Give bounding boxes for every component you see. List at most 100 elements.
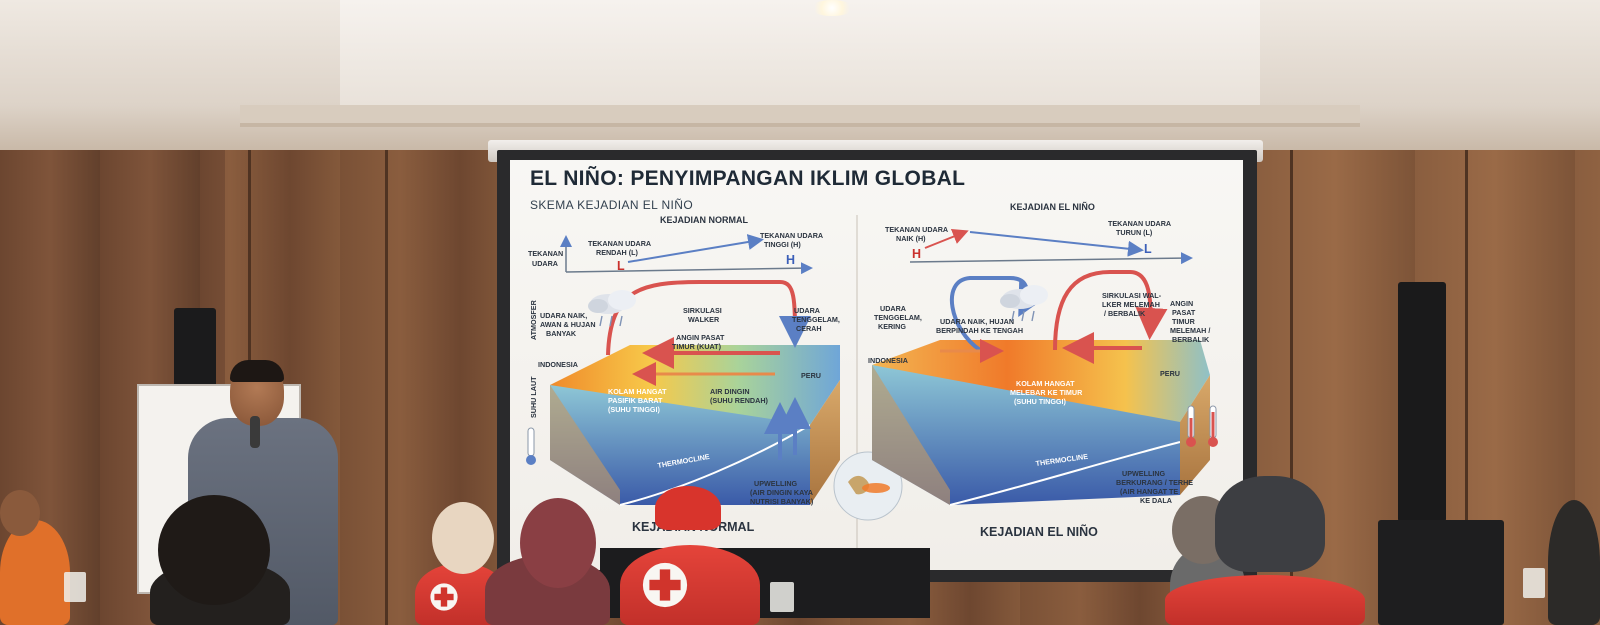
el-nino-diagram: KEJADIAN NORMAL TEKANAN UDARA TEKANAN UD… [526, 202, 1218, 560]
svg-text:TURUN (L): TURUN (L) [1116, 228, 1153, 237]
thermocline-line-nino [949, 441, 1181, 506]
wall-seam [1290, 140, 1293, 625]
svg-text:INDONESIA: INDONESIA [538, 360, 578, 369]
svg-text:UPWELLING: UPWELLING [754, 479, 798, 488]
water-glass [1523, 568, 1545, 598]
svg-text:RENDAH (L): RENDAH (L) [596, 248, 639, 257]
svg-text:BERPINDAH KE TENGAH: BERPINDAH KE TENGAH [936, 326, 1023, 335]
low-pressure-mark-nino: L [1144, 242, 1152, 256]
audience-head [158, 495, 270, 605]
high-pressure-mark-nino: H [912, 247, 921, 261]
svg-text:INDONESIA: INDONESIA [868, 356, 908, 365]
ceiling-recess [340, 0, 1260, 111]
svg-text:KOLAM HANGAT: KOLAM HANGAT [1016, 379, 1075, 388]
red-cross-icon [642, 562, 688, 608]
svg-text:TEKANAN UDARA: TEKANAN UDARA [885, 225, 948, 234]
land-side-normal [810, 380, 840, 505]
svg-text:TINGGI (H): TINGGI (H) [764, 240, 801, 249]
slide-subtitle: SKEMA KEJADIAN EL NIÑO [530, 198, 694, 212]
svg-text:TIMUR: TIMUR [1172, 317, 1196, 326]
svg-text:SUHU LAUT: SUHU LAUT [529, 376, 538, 418]
svg-text:(SUHU RENDAH): (SUHU RENDAH) [710, 396, 769, 405]
svg-text:AIR DINGIN: AIR DINGIN [710, 387, 750, 396]
heading-nino: KEJADIAN EL NIÑO [1010, 202, 1095, 212]
svg-text:BERKURANG / TERHE: BERKURANG / TERHE [1116, 478, 1193, 487]
wall-seam [385, 140, 388, 625]
wall-seam [1465, 140, 1468, 625]
svg-text:TIMUR (KUAT): TIMUR (KUAT) [672, 342, 722, 351]
svg-text:KOLAM HANGAT: KOLAM HANGAT [608, 387, 667, 396]
svg-text:BANYAK: BANYAK [546, 329, 577, 338]
loudspeaker-right [1398, 282, 1446, 522]
loudspeaker-left [174, 308, 216, 388]
water-glass [64, 572, 86, 602]
svg-text:MELEMAH /: MELEMAH / [1170, 326, 1210, 335]
svg-text:TEKANAN UDARA: TEKANAN UDARA [1108, 219, 1171, 228]
ocean-depth-nino [872, 365, 1180, 505]
svg-text:UDARA: UDARA [794, 306, 820, 315]
audience-member-vest [620, 545, 760, 625]
svg-text:NUTRISI BANYAK): NUTRISI BANYAK) [750, 497, 814, 506]
svg-text:(AIR HANGAT TE: (AIR HANGAT TE [1120, 487, 1178, 496]
cloud-rain-icon [1000, 285, 1048, 322]
ocean-depth-normal [550, 385, 810, 505]
svg-text:BERBALIK: BERBALIK [1172, 335, 1210, 344]
svg-text:UDARA: UDARA [532, 259, 558, 268]
thermometer-icon [1186, 405, 1196, 447]
red-cross-icon [430, 583, 458, 611]
pressure-axis-bottom-left [565, 262, 813, 275]
pressure-gradient-arrow-right [969, 231, 1144, 257]
walker-loop-normal [606, 280, 811, 356]
svg-text:UDARA NAIK, HUJAN: UDARA NAIK, HUJAN [940, 317, 1014, 326]
thermometer-icon [526, 427, 536, 465]
svg-text:(SUHU TINGGI): (SUHU TINGGI) [1014, 397, 1067, 406]
svg-text:PERU: PERU [1160, 369, 1180, 378]
land-side-nino [1180, 375, 1210, 495]
audience-member-vest [1165, 575, 1365, 625]
heading-normal: KEJADIAN NORMAL [660, 215, 749, 225]
thermocline-line-normal [619, 424, 811, 506]
svg-text:PERU: PERU [801, 371, 821, 380]
walker-loop-nino-east [1053, 270, 1168, 351]
audience-member [1548, 500, 1600, 625]
presenter-hair [230, 360, 284, 382]
globe-icon [833, 451, 903, 521]
svg-text:(SUHU TINGGI): (SUHU TINGGI) [608, 405, 661, 414]
svg-text:(AIR DINGIN KAYA: (AIR DINGIN KAYA [750, 488, 813, 497]
ceiling-light-icon [810, 0, 854, 16]
ceiling-step [240, 105, 1360, 127]
projected-slide: KEJADIAN NORMAL TEKANAN UDARA TEKANAN UD… [510, 160, 1243, 570]
svg-text:TEKANAN UDARA: TEKANAN UDARA [588, 239, 651, 248]
svg-text:/ BERBALIK: / BERBALIK [1104, 309, 1146, 318]
footer-nino: KEJADIAN EL NIÑO [980, 524, 1098, 539]
thermometer-icon [1208, 405, 1218, 447]
audience-headscarf [520, 498, 596, 588]
svg-text:UPWELLING: UPWELLING [1122, 469, 1166, 478]
svg-text:AWAN & HUJAN: AWAN & HUJAN [540, 320, 596, 329]
svg-text:SIRKULASI: SIRKULASI [683, 306, 722, 315]
svg-text:ATMOSFER: ATMOSFER [529, 299, 538, 340]
slide-title: EL NIÑO: PENYIMPANGAN IKLIM GLOBAL [530, 167, 966, 190]
svg-text:MELEBAR KE TIMUR: MELEBAR KE TIMUR [1010, 388, 1083, 397]
svg-text:TEKANAN: TEKANAN [528, 249, 563, 258]
svg-text:TENGGELAM,: TENGGELAM, [874, 313, 922, 322]
svg-text:KE DALA: KE DALA [1140, 496, 1172, 505]
subwoofer [1378, 520, 1504, 625]
pressure-axis-bottom-right [909, 252, 1193, 265]
svg-text:UDARA: UDARA [880, 304, 906, 313]
svg-text:WALKER: WALKER [688, 315, 720, 324]
microphone-icon [250, 416, 260, 448]
audience-head [0, 490, 40, 536]
svg-text:TEKANAN UDARA: TEKANAN UDARA [760, 231, 823, 240]
svg-text:PASIFIK BARAT: PASIFIK BARAT [608, 396, 663, 405]
audience-member [0, 520, 70, 625]
svg-text:PASAT: PASAT [1172, 308, 1196, 317]
water-glass [770, 582, 794, 612]
pressure-gradient-arrow-left [627, 234, 764, 263]
svg-text:KERING: KERING [878, 322, 906, 331]
svg-text:ANGIN PASAT: ANGIN PASAT [676, 333, 725, 342]
bucket-hat [1215, 476, 1325, 572]
high-pressure-mark: H [786, 253, 795, 267]
low-pressure-mark: L [617, 259, 625, 273]
svg-text:UDARA NAIK,: UDARA NAIK, [540, 311, 587, 320]
